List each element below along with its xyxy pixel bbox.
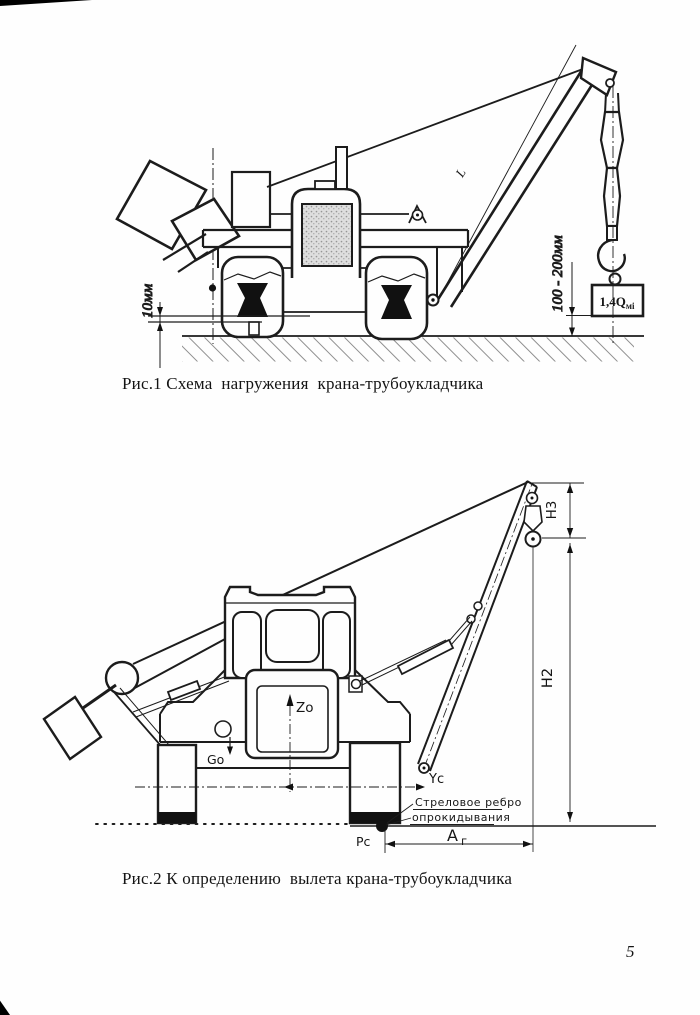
y-axis: Yc [135,772,444,791]
frame-eyelet [408,203,427,224]
test-weight-box [590,283,645,318]
tipping-edge-note: Стреловое ребро опрокидывания [385,796,522,826]
right-track [364,255,440,341]
counterweight-force: Go [207,720,233,767]
label-height-hook: Н3 [544,501,560,520]
counterweight [115,159,241,273]
figure2-drawing: Zo Yc Go Рс Стреловое ребро опрокидывани… [42,480,656,853]
hook-assembly [523,491,543,548]
label-axis-z: Zo [296,700,314,716]
left-track [220,255,285,339]
counterweight-plate [42,695,103,761]
cab-window-left [232,611,262,679]
tractor-front [159,585,411,769]
hook-icon [597,238,626,273]
label-axis-y: Yc [428,772,444,787]
exhaust-pipe [314,146,348,190]
figure2-caption: Рис.2 К определению вылета крана-трубоук… [122,869,513,888]
label-counterweight-force: Go [207,752,224,767]
label-tipping-edge-2: опрокидывания [412,811,510,824]
ground [182,335,644,362]
label-gap-left: 10мм [140,283,156,318]
figure1: L 10мм 1,4Qмi [110,35,660,370]
label-reach-sub: г [461,834,467,848]
cab-window-center [265,609,320,663]
left-track-front [156,743,198,825]
cab [290,187,362,278]
boom [435,56,618,308]
right-track-front [348,741,402,825]
base-lines [95,823,656,827]
dimension-10mm: 10мм [140,283,310,368]
winch-frame-box [230,170,272,229]
scan-artifact-bottom-left [0,1000,10,1015]
dimension-100-200mm: 100 - 200мм [550,234,594,336]
label-tipping-point: Рс [356,834,371,849]
figure1-drawing: L 10мм 1,4Qмi [115,44,645,368]
load-tackle [590,92,645,318]
scan-artifact-top-left [0,0,92,6]
label-boom-length: L [452,166,469,181]
label-height-total: Н2 [540,668,556,688]
counterweight-beam [42,481,529,779]
tipping-point: Рс [356,820,388,849]
cab-window [301,203,353,267]
page-number: 5 [626,942,635,961]
label-gap-right: 100 - 200мм [550,235,566,312]
boom-stay-cable [266,65,592,188]
figure2: Zo Yc Go Рс Стреловое ребро опрокидывани… [30,458,670,863]
dimensions: Н3 Н2 А г [384,482,586,853]
label-tipping-edge-1: Стреловое ребро [415,796,522,809]
cab-window-right [322,611,351,679]
hood-front [244,668,340,760]
boom-front [348,480,538,774]
figure1-caption: Рис.1 Схема нагружения крана-трубоукладч… [122,374,484,393]
label-reach: А [447,826,458,845]
z-axis: Zo [286,694,314,792]
